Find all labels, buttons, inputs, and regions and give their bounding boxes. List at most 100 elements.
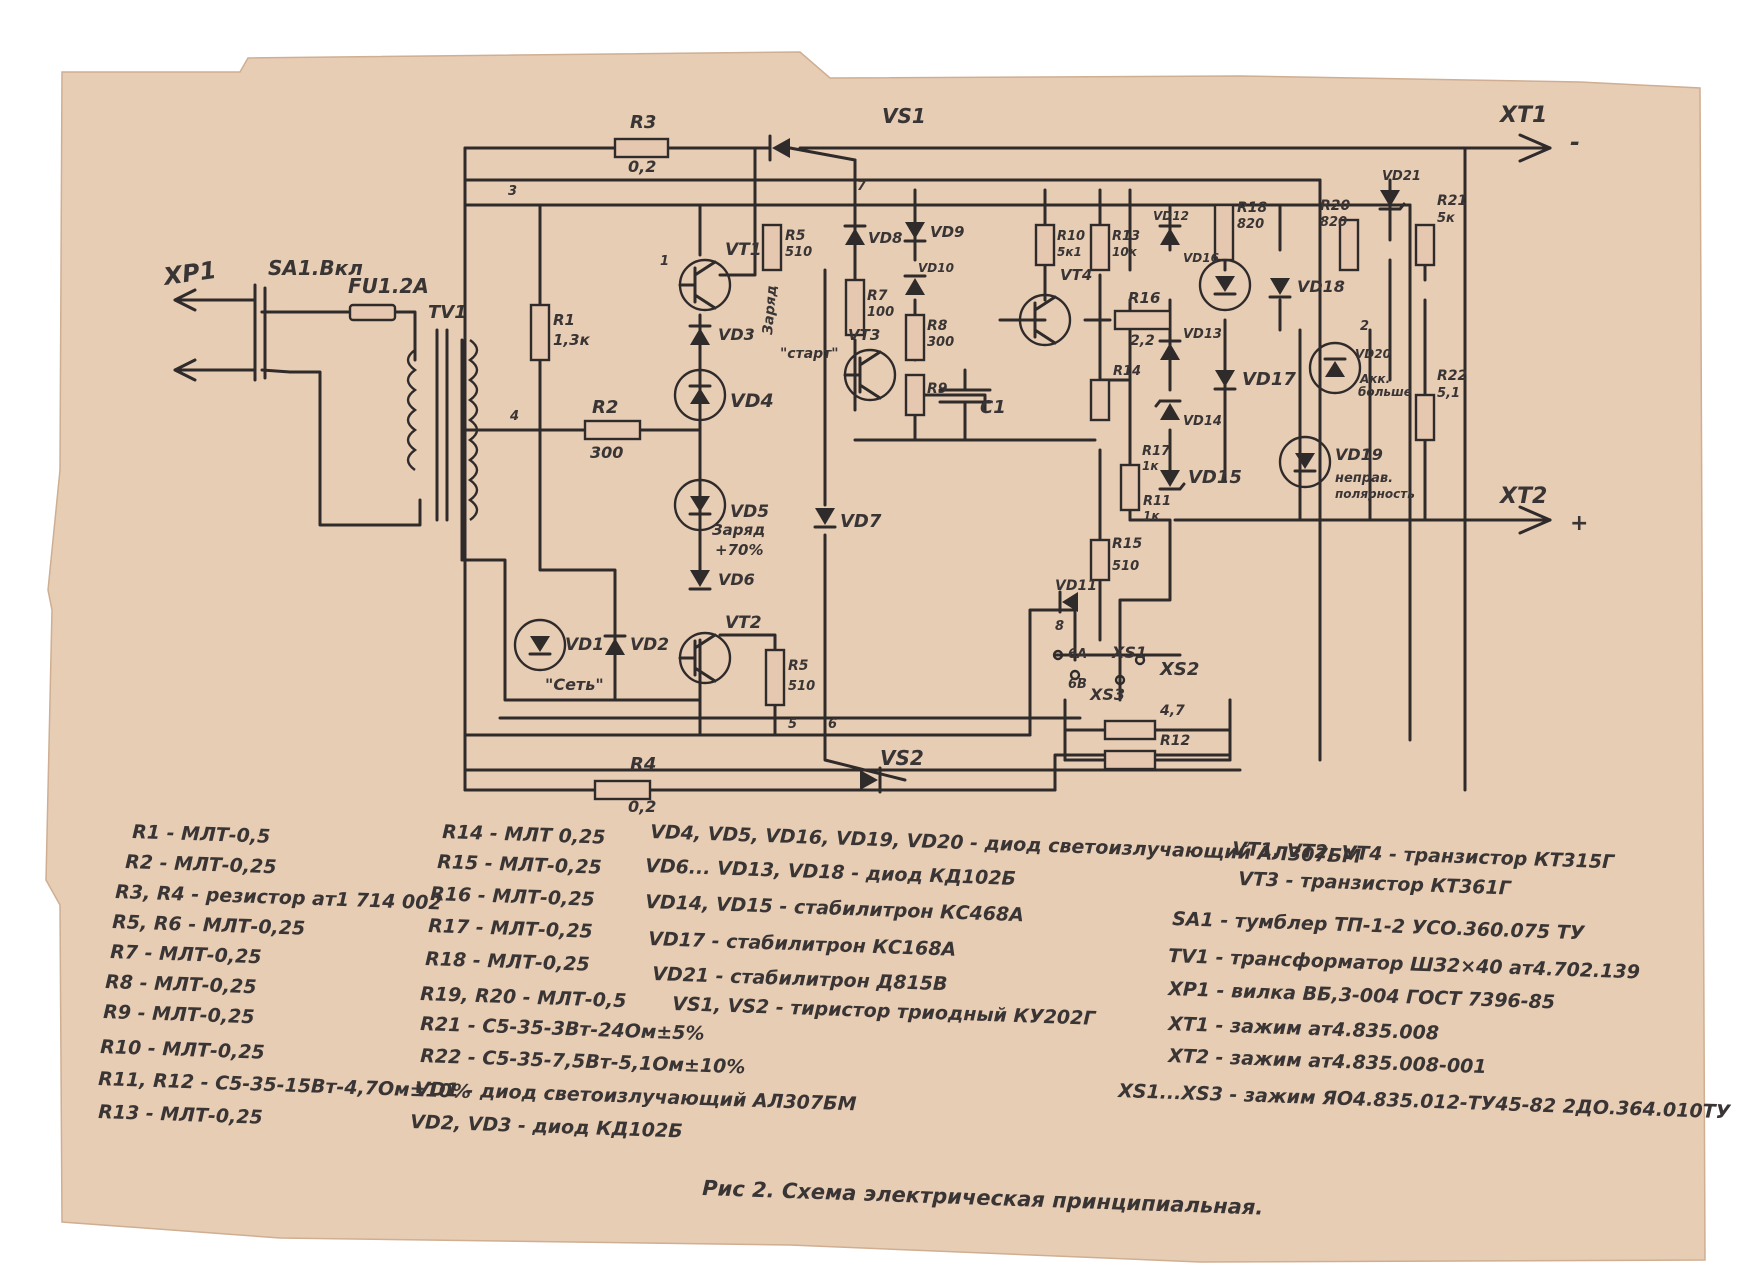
label-xt2-sign: + xyxy=(1570,511,1588,536)
label-vd4: VD4 xyxy=(730,390,774,412)
label-r1-value: 1,3к xyxy=(553,331,591,349)
label-vd17: VD17 xyxy=(1242,369,1296,390)
label-vt1: VT1 xyxy=(725,240,762,260)
label-r12-value: 4,7 xyxy=(1159,703,1185,719)
label-r20-value: 820 xyxy=(1320,215,1347,230)
diode-vd7 xyxy=(815,508,835,525)
label-r18: R18 xyxy=(1237,200,1268,216)
label-r13-value: 10к xyxy=(1112,245,1138,259)
resistor-r5 xyxy=(764,648,786,707)
label-nepr: неправ. xyxy=(1335,471,1393,486)
label-r3-value: 0,2 xyxy=(628,157,656,176)
legend-left-0: R1 - МЛТ-0,5 xyxy=(132,821,271,848)
label-r11: R11 xyxy=(1143,494,1171,509)
label-r12: R12 xyxy=(1160,733,1190,749)
label-vd12: VD12 xyxy=(1153,209,1189,223)
label-c1: C1 xyxy=(980,397,1006,418)
label-r21-value: 5к xyxy=(1437,211,1456,226)
label-zaryad-start-2: "старт" xyxy=(780,346,839,362)
led-vd5 xyxy=(673,478,727,532)
label-zaryad-start-1: Заряд xyxy=(760,284,780,335)
resistor-r7 xyxy=(844,278,866,337)
label-r16-value: 2,2 xyxy=(1130,333,1155,349)
legend-left-4: R7 - МЛТ-0,25 xyxy=(110,941,262,968)
resistor-r1 xyxy=(529,303,551,362)
diode-vd6 xyxy=(690,570,710,587)
diode-vd15 xyxy=(1160,470,1180,487)
label-fu1: FU1.2A xyxy=(348,274,429,298)
label-r5-value: 510 xyxy=(788,679,815,694)
diode-vd12 xyxy=(1160,228,1180,245)
label-xs1: XS1 xyxy=(1111,643,1147,662)
label-r5-top-value: 510 xyxy=(785,245,812,260)
diode-vd21 xyxy=(1380,190,1400,207)
label-r8-value: 300 xyxy=(927,335,954,350)
node-6: 6 xyxy=(828,717,837,732)
label-r11-value: 1к xyxy=(1143,509,1160,523)
diode-vd17 xyxy=(1215,370,1235,387)
label-vd20: VD20 xyxy=(1355,347,1391,361)
resistor-r21 xyxy=(1414,223,1436,267)
label-vt3: VT3 xyxy=(848,326,880,344)
label-xs2: XS2 xyxy=(1159,659,1199,680)
diode-vd3 xyxy=(690,328,710,345)
diode-vd18 xyxy=(1270,278,1290,295)
diode-vd2 xyxy=(605,638,625,655)
label-vt4: VT4 xyxy=(1060,266,1092,284)
node-4: 4 xyxy=(509,409,519,424)
led-vd16 xyxy=(1198,258,1252,312)
label-r7-value: 100 xyxy=(867,305,894,320)
label-r4: R4 xyxy=(630,754,656,775)
label-vd11: VD11 xyxy=(1055,578,1097,594)
label-r21: R21 xyxy=(1437,193,1467,209)
resistor-r12b xyxy=(1103,749,1157,771)
label-vd10: VD10 xyxy=(918,261,954,275)
diode-vd10 xyxy=(905,278,925,295)
label-6a: 6А xyxy=(1068,647,1087,662)
label-vs2: VS2 xyxy=(880,746,924,770)
resistor-r5-top xyxy=(761,223,783,272)
node-2: 2 xyxy=(1360,319,1369,334)
wiring xyxy=(193,146,1552,792)
label-r13: R13 xyxy=(1112,229,1140,244)
label-r17-value: 1к xyxy=(1142,459,1159,473)
resistor-r17 xyxy=(1119,463,1141,512)
label-vd21: VD21 xyxy=(1382,169,1421,184)
label-akk: Акк. xyxy=(1359,372,1390,386)
label-vd18: VD18 xyxy=(1297,277,1345,296)
label-r8: R8 xyxy=(927,318,948,334)
label-vd5: VD5 xyxy=(730,502,769,522)
label-vd14: VD14 xyxy=(1183,414,1222,429)
label-vt2: VT2 xyxy=(725,613,762,633)
resistor-r2 xyxy=(583,419,642,441)
label-vd13: VD13 xyxy=(1183,327,1222,342)
led-vd20 xyxy=(1308,341,1362,395)
resistor-r9 xyxy=(904,373,926,417)
label-r16: R16 xyxy=(1128,289,1160,307)
resistor-r12a xyxy=(1103,719,1157,741)
diode-vd13 xyxy=(1160,343,1180,360)
label-xs3: XS3 xyxy=(1089,685,1125,704)
label-xt1-sign: - xyxy=(1570,128,1580,156)
resistor-r22 xyxy=(1414,393,1436,442)
node-7: 7 xyxy=(857,179,867,194)
node-1: 1 xyxy=(660,254,669,269)
label-vd7: VD7 xyxy=(840,511,882,532)
resistor-r13 xyxy=(1089,223,1111,272)
label-r15-value: 510 xyxy=(1112,559,1139,574)
resistor-r16 xyxy=(1113,309,1172,331)
label-vd8: VD8 xyxy=(868,229,903,247)
label-r15: R15 xyxy=(1112,536,1143,552)
label-6b: 6В xyxy=(1068,677,1087,692)
label-r17: R17 xyxy=(1142,444,1171,459)
label-vd2: VD2 xyxy=(630,635,669,655)
component-labels: XP1 SA1.Вкл FU1.2A TV1 R3 0,2 R4 0,2 R2 … xyxy=(160,103,1588,816)
led-vd19 xyxy=(1278,435,1332,489)
diode-vd11 xyxy=(1062,592,1078,612)
label-r2-value: 300 xyxy=(590,443,623,462)
led-vd4 xyxy=(673,368,727,422)
node-8: 8 xyxy=(1055,619,1064,634)
resistor-r8 xyxy=(904,313,926,362)
diode-vd14 xyxy=(1160,403,1180,420)
